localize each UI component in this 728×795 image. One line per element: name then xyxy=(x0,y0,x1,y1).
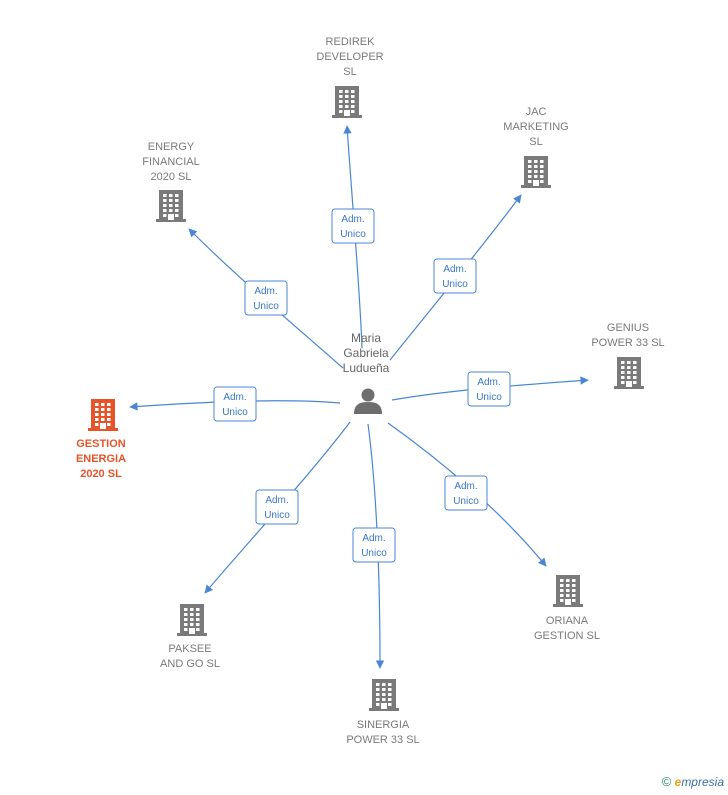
company-name-line: SL xyxy=(529,136,542,148)
company-node-genius[interactable]: GENIUS POWER 33 SL xyxy=(591,322,665,389)
company-name-line: ENERGIA xyxy=(76,453,126,465)
company-name-line: GESTION SL xyxy=(534,630,600,642)
footer-brand[interactable]: © empresia xyxy=(662,774,724,789)
relation-box-paksee[interactable]: Adm. Unico xyxy=(255,489,299,525)
company-name-line: MARKETING xyxy=(503,121,568,133)
building-icon[interactable] xyxy=(156,190,186,222)
company-name-line: SINERGIA xyxy=(357,719,410,731)
building-icon[interactable] xyxy=(553,575,583,607)
relations-layer: Adm.UnicoAdm.UnicoAdm.UnicoAdm.UnicoAdm.… xyxy=(213,208,511,563)
relation-label: Adm. xyxy=(254,286,277,297)
company-node-gestion[interactable]: GESTION ENERGIA 2020 SL xyxy=(76,399,126,480)
person-name-line: Ludueña xyxy=(343,361,390,375)
person-name-line: Maria xyxy=(351,331,381,345)
person-name-line: Gabriela xyxy=(343,346,389,360)
relation-box-energy[interactable]: Adm. Unico xyxy=(244,280,288,316)
company-name-line: REDIREK xyxy=(326,36,376,48)
relation-label: Adm. xyxy=(223,392,246,403)
relation-label: Unico xyxy=(442,279,468,290)
company-node-sinergia[interactable]: SINERGIA POWER 33 SL xyxy=(346,679,420,746)
building-icon[interactable] xyxy=(332,86,362,118)
company-name-line: AND GO SL xyxy=(160,658,220,670)
relation-box-oriana[interactable]: Adm. Unico xyxy=(444,475,488,511)
company-name-line: FINANCIAL xyxy=(142,156,199,168)
company-name-line: ORIANA xyxy=(546,615,589,627)
copyright-symbol: © xyxy=(661,774,672,789)
relation-label: Adm. xyxy=(362,533,385,544)
brand-logo-text: mpresia xyxy=(681,775,724,789)
relation-box-jac[interactable]: Adm. Unico xyxy=(433,258,477,294)
relation-label: Unico xyxy=(264,510,290,521)
building-icon[interactable] xyxy=(521,156,551,188)
relation-label: Adm. xyxy=(341,214,364,225)
company-name-line: SL xyxy=(343,66,356,78)
relation-box-sinergia[interactable]: Adm. Unico xyxy=(352,527,396,563)
brand-logo-initial: e xyxy=(674,775,682,789)
company-node-paksee[interactable]: PAKSEE AND GO SL xyxy=(160,604,220,670)
relation-box-redirek[interactable]: Adm. Unico xyxy=(331,208,375,244)
company-name-line: 2020 SL xyxy=(151,171,192,183)
relation-box-gestion[interactable]: Adm. Unico xyxy=(213,386,257,422)
building-icon[interactable] xyxy=(369,679,399,711)
company-name-line: POWER 33 SL xyxy=(346,734,419,746)
company-node-jac[interactable]: JAC MARKETING SL xyxy=(503,106,569,188)
company-node-energy[interactable]: ENERGY FINANCIAL 2020 SL xyxy=(142,141,200,222)
relation-box-genius[interactable]: Adm. Unico xyxy=(467,371,511,407)
relation-label: Unico xyxy=(340,229,366,240)
building-icon[interactable] xyxy=(177,604,207,636)
company-name-line: GESTION xyxy=(76,438,126,450)
company-name-line: PAKSEE xyxy=(168,643,211,655)
company-name-line: DEVELOPER xyxy=(316,51,383,63)
building-icon[interactable] xyxy=(614,357,644,389)
company-name-line: ENERGY xyxy=(148,141,195,153)
company-name-line: JAC xyxy=(526,106,547,118)
company-node-oriana[interactable]: ORIANA GESTION SL xyxy=(534,575,600,642)
company-name-line: POWER 33 SL xyxy=(591,337,664,349)
person-icon xyxy=(354,388,382,414)
relation-label: Adm. xyxy=(454,481,477,492)
relation-label: Adm. xyxy=(443,264,466,275)
relation-label: Adm. xyxy=(265,495,288,506)
company-name-line: GENIUS xyxy=(607,322,649,334)
relation-label: Unico xyxy=(222,407,248,418)
nodes-layer: REDIREK DEVELOPER SL JAC MARKETING SL ENERGY FI… xyxy=(76,36,665,746)
relation-label: Unico xyxy=(476,392,502,403)
relation-label: Unico xyxy=(253,301,279,312)
edges-layer xyxy=(129,125,589,669)
relation-label: Unico xyxy=(453,496,479,507)
building-icon[interactable] xyxy=(88,399,118,431)
company-name-line: 2020 SL xyxy=(80,468,122,480)
relation-label: Unico xyxy=(361,548,387,559)
relation-label: Adm. xyxy=(477,377,500,388)
company-node-redirek[interactable]: REDIREK DEVELOPER SL xyxy=(316,36,384,118)
